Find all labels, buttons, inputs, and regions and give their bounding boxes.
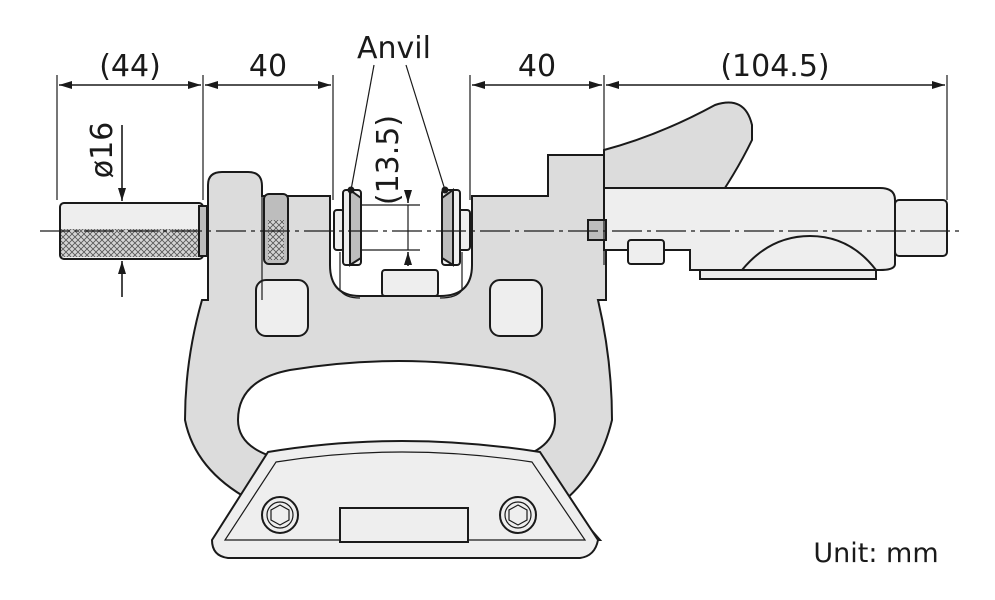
dim-right-outer: (104.5) [720,49,829,84]
unit-label: Unit: mm [813,538,938,569]
hex-screw-right-icon [499,496,537,534]
display-plate [210,440,600,559]
anvil-right [441,188,471,267]
dim-diameter: ø16 [85,122,120,179]
anvil-stop-block [381,269,439,297]
dim-left-outer: (44) [99,49,161,84]
lock-ring [263,193,289,265]
indicator-assembly [587,101,948,280]
dim-left-inner: 40 [249,49,287,84]
anvil-left [333,188,362,267]
hex-screw-left-icon [261,496,299,534]
dim-anvil-height: (13.5) [371,115,406,205]
dim-right-inner: 40 [518,49,556,84]
anvil-label: Anvil [357,31,431,66]
display-window [339,507,469,543]
dimension-lines [56,64,948,297]
